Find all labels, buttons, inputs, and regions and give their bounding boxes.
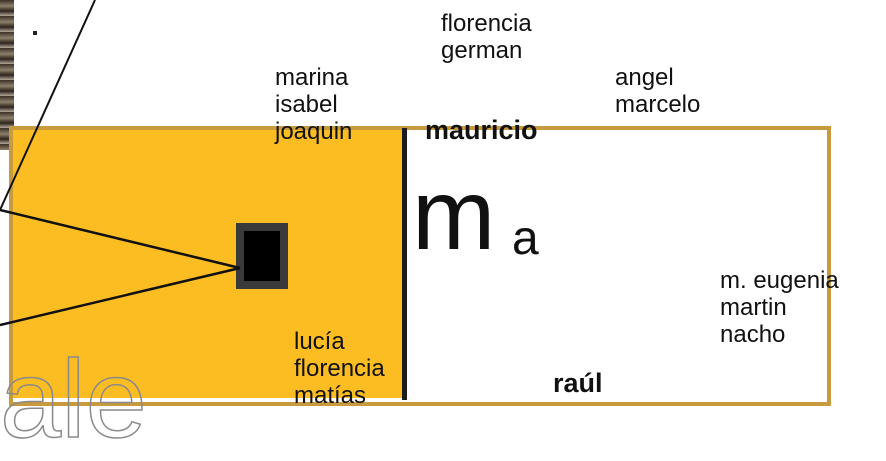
name-mauricio: mauricio bbox=[425, 115, 538, 145]
large-letter-m: m bbox=[412, 159, 496, 271]
background-outline-text: ale bbox=[0, 338, 148, 461]
names-bottom-right: m. eugenia martin nacho bbox=[720, 267, 839, 348]
black-square bbox=[236, 223, 288, 289]
panel-divider bbox=[402, 128, 407, 400]
names-top-left: marina isabel joaquin bbox=[275, 64, 353, 145]
names-bottom-left: lucía florencia matías bbox=[294, 328, 385, 409]
black-square-core bbox=[244, 231, 280, 281]
name-raul: raúl bbox=[553, 368, 603, 398]
names-top-right: angel marcelo bbox=[615, 64, 701, 118]
names-top-center: florencia german bbox=[441, 10, 532, 64]
large-letter-a: a bbox=[512, 212, 539, 265]
dot-mark bbox=[33, 31, 37, 35]
